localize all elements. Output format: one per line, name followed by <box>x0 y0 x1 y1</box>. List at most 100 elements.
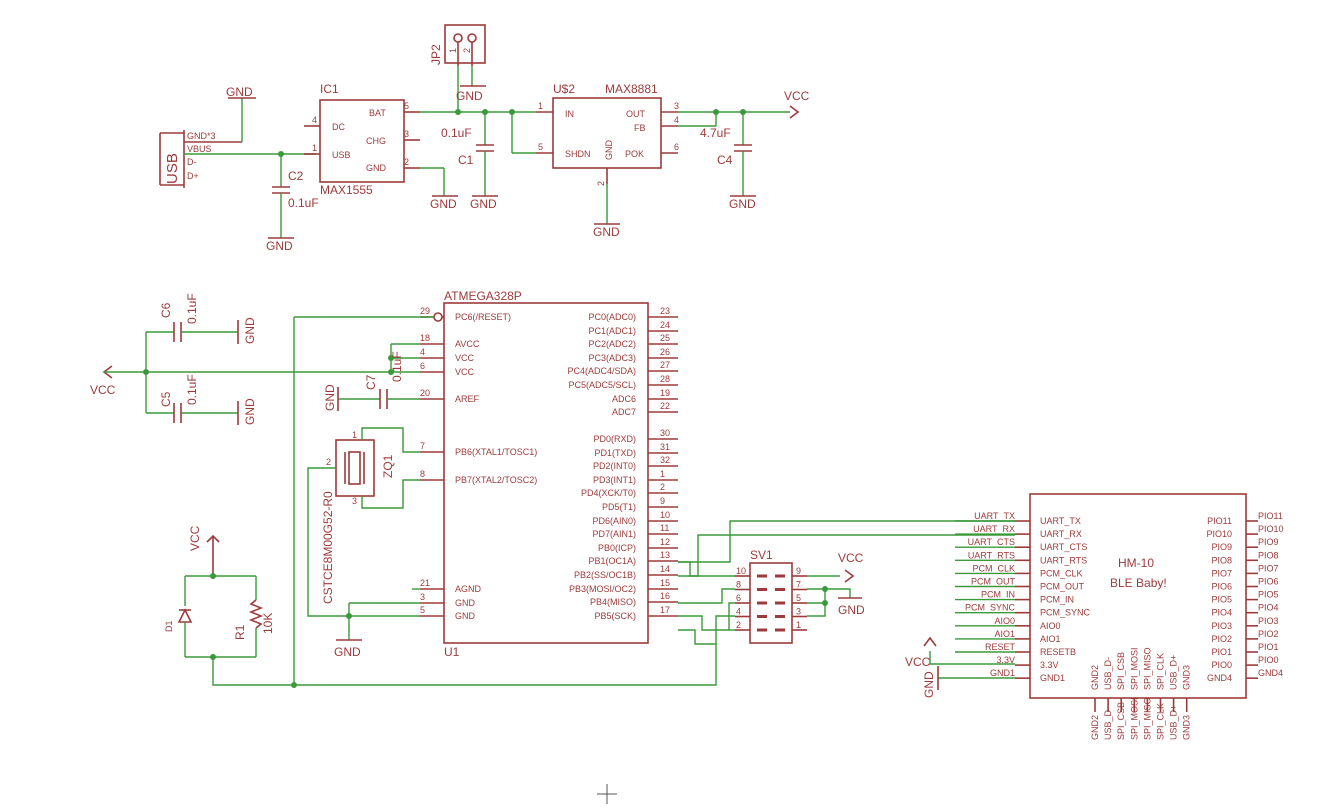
hm10-bottom-pin-label: SPI_MOSI <box>1129 647 1139 690</box>
c6-name: C6 <box>159 302 173 318</box>
u1-left-pin-label: GND <box>455 598 476 608</box>
usb-label: USB <box>164 153 181 184</box>
ic1-num-chg: 3 <box>404 129 409 139</box>
u1-right-pin-label: PB4(MISO) <box>590 597 636 607</box>
u2-num-shdn: 5 <box>538 142 543 152</box>
u1-right-pin-number: 31 <box>660 442 670 452</box>
gnd-label-c4: GND <box>729 197 756 211</box>
u1-left-pin-label: VCC <box>455 367 475 377</box>
hm10-right-pin-label: PIO8 <box>1211 555 1232 565</box>
hm10-right-pin-label: PIO4 <box>1211 608 1232 618</box>
jp2-pin2: 2 <box>462 48 472 53</box>
u2-pin-shdn: SHDN <box>565 149 591 159</box>
c1-value: 0.1uF <box>441 126 472 140</box>
u1-right-pin-label: PB0(ICP) <box>598 543 636 553</box>
ic1-pin-dc: DC <box>332 122 345 132</box>
u1-left-pin-label: PB7(XTAL2/TOSC2) <box>455 475 537 485</box>
zq1-name: ZQ1 <box>381 454 395 478</box>
u1-right-pin-number: 26 <box>660 347 670 357</box>
ic1-num-usb: 1 <box>312 143 317 153</box>
sv1-pad <box>757 601 767 605</box>
u1-left-pin-number: 8 <box>420 469 425 479</box>
u1-right-pin-number: 17 <box>660 605 670 615</box>
u1-right-pin-number: 11 <box>660 523 669 533</box>
sv1-right-pin-number: 3 <box>796 607 801 617</box>
u1-right-pin-label: ADC7 <box>612 407 636 417</box>
u2-value: MAX8881 <box>605 82 658 96</box>
u1-right-pin-label: PD3(INT1) <box>593 475 636 485</box>
u1-right-pin-label: PB2(SS/OC1B) <box>574 570 636 580</box>
u2-num-in: 1 <box>538 101 543 111</box>
ic1-max1555: IC1 MAX1555 DC USB BAT CHG GND 4 1 5 3 2… <box>304 82 458 211</box>
u2-num-gnd: 2 <box>596 181 606 186</box>
sv1-left-pin-number: 8 <box>736 580 741 590</box>
r1-value: 10K <box>261 613 275 634</box>
sv1-left-pin-number: 6 <box>736 593 741 603</box>
ic1-value: MAX1555 <box>320 183 373 197</box>
hm10-bottom-pin-number: GND3 <box>1182 715 1192 740</box>
hm10-bottom-pin-number: SPI_MISO <box>1142 697 1152 740</box>
ic1-pin-usb: USB <box>332 150 351 160</box>
gnd-label-c2: GND <box>266 239 293 253</box>
u1-right-pin-label: PD4(XCK/T0) <box>581 488 636 498</box>
sv1-pad <box>775 615 785 618</box>
u1-left-pin-number: 7 <box>420 441 425 451</box>
hm10-left-pin-label: PCM_CLK <box>1040 568 1083 578</box>
u1-left-pins: 29PC6(/RESET)18AVCC4VCC6VCC20AREF7PB6(XT… <box>420 306 537 621</box>
usb-pin-gnd: GND*3 <box>187 131 216 141</box>
u1-atmega328p[interactable]: ATMEGA328P U1 29PC6(/RESET)18AVCC4VCC6VC… <box>420 289 678 659</box>
u1-right-pin-label: PC3(ADC3) <box>588 353 636 363</box>
u1-right-pin-number: 10 <box>660 510 670 520</box>
hm10-left-net-label: PCM_OUT <box>971 577 1016 587</box>
hm10-right-pin-number: PIO11 <box>1258 511 1283 521</box>
u1-right-pin-number: 15 <box>660 578 670 588</box>
usb-pin-dminus: D- <box>187 157 197 167</box>
u1-right-pin-label: ADC6 <box>612 394 636 404</box>
ic1-pin-gnd: GND <box>366 163 387 173</box>
usb-pin-vbus: VBUS <box>187 144 212 154</box>
sv1-name: SV1 <box>750 548 773 562</box>
hm10-bottom-pin-number: USB_D- <box>1103 707 1113 740</box>
u1-right-pin-label: PB1(OC1A) <box>588 556 636 566</box>
hm10-bottom-pin-label: GND2 <box>1090 665 1100 690</box>
hm10-bottom-pin-label: SPI_CLK <box>1156 653 1166 690</box>
hm10-right-pin-label: PIO10 <box>1206 529 1232 539</box>
hm10-right-pin-number: GND4 <box>1258 668 1283 678</box>
hm10-right-pin-label: PIO7 <box>1211 568 1232 578</box>
sv1-left-pin-number: 4 <box>736 607 741 617</box>
u1-right-pin-number: 12 <box>660 537 670 547</box>
u2-pin-gnd: GND <box>604 140 614 161</box>
hm10-bottom-pin-number: SPI_CLK <box>1156 703 1166 740</box>
u1-value: ATMEGA328P <box>444 289 522 303</box>
jp2-name: JP2 <box>429 44 443 65</box>
c5-name: C5 <box>159 391 173 407</box>
sv1-pad <box>775 628 785 632</box>
u1-left-pin-number: 6 <box>420 361 425 371</box>
sv1-pad <box>757 628 767 632</box>
vcc-label-sv1: VCC <box>838 551 864 565</box>
ic1-num-bat: 5 <box>404 101 409 111</box>
ic1-pin-bat: BAT <box>369 108 386 118</box>
vcc-avcc-ties: GND C7 0.1uF <box>323 343 420 411</box>
u1-right-pin-label: PC0(ADC0) <box>588 312 636 322</box>
u1-right-pin-number: 30 <box>660 428 670 438</box>
u1-left-pin-label: GND <box>455 611 476 621</box>
hm10-left-net-label: AIO1 <box>994 629 1015 639</box>
u1-left-pin-label: VCC <box>455 353 475 363</box>
hm10-module[interactable]: HM-10 BLE Baby! UART_TXUART_TXUART_RXUAR… <box>905 493 1284 740</box>
u1-left-pin-label: AREF <box>455 394 480 404</box>
c2-name: C2 <box>288 169 304 183</box>
hm10-right-pin-number: PIO8 <box>1258 550 1279 560</box>
hm10-left-pin-label: 3.3V <box>1040 660 1059 670</box>
hm10-bottom-pin-label: USB_D+ <box>1169 655 1179 690</box>
hm10-left-pins: UART_TXUART_TXUART_RXUART_RXUART_CTSUART… <box>955 511 1091 683</box>
hm10-bottom-pins: GND2GND2USB_D-USB_D-SPI_CSBSPI_CSBSPI_MO… <box>1090 647 1192 740</box>
u2-pin-pok: POK <box>625 149 644 159</box>
hm10-right-pin-label: PIO9 <box>1211 542 1232 552</box>
u1-left-pin-label: PB6(XTAL1/TOSC1) <box>455 447 537 457</box>
zq1-value: CSTCE8M00G52-R0 <box>321 491 335 604</box>
hm10-left-pin-label: RESETB <box>1040 647 1076 657</box>
